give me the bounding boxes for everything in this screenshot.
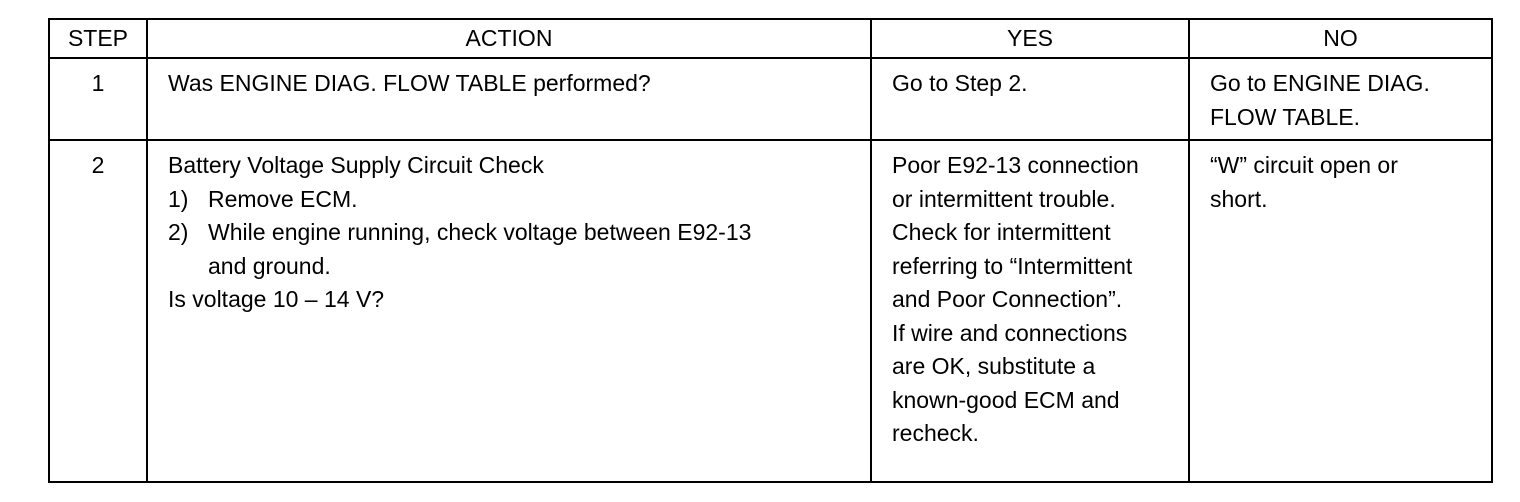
action-sub-item: 2) While engine running, check voltage be… [168,216,860,250]
sub-item-text: Remove ECM. [208,185,358,212]
action-title: Battery Voltage Supply Circuit Check [168,152,544,178]
yes-line: Check for intermittent [892,219,1111,245]
yes-line: Poor E92-13 connection [892,152,1139,178]
action-cell: Was ENGINE DIAG. FLOW TABLE performed? [146,57,872,141]
no-cell: “W” circuit open or short. [1188,139,1493,483]
table-header-row: STEP ACTION YES NO [48,18,1493,59]
action-sub-item: 1) Remove ECM. [168,183,860,217]
no-cell: Go to ENGINE DIAG. FLOW TABLE. [1188,57,1493,141]
yes-line: If wire and connections [892,319,1128,346]
yes-line: recheck. [892,420,979,446]
sub-item-number: 2) [168,219,189,245]
yes-cell: Go to Step 2. [870,57,1190,141]
sub-item-text: While engine running, check voltage betw… [208,219,752,245]
diagnostic-flow-table: STEP ACTION YES NO 1 Was ENGINE DIAG. FL… [48,18,1493,483]
step-number: 1 [48,57,148,141]
step-number: 2 [48,139,148,483]
yes-line: known-good ECM and [892,386,1120,413]
yes-line: are OK, substitute a [892,353,1096,379]
header-action: ACTION [146,18,872,59]
table-row: 2 Battery Voltage Supply Circuit Check 1… [48,139,1493,483]
header-step: STEP [48,18,148,59]
yes-line: or intermittent trouble. [892,185,1116,212]
no-line: short. [1210,185,1268,212]
no-line: FLOW TABLE. [1210,103,1360,130]
action-cell: Battery Voltage Supply Circuit Check 1) R… [146,139,872,483]
yes-line: and Poor Connection”. [892,286,1123,312]
header-no: NO [1188,18,1493,59]
sub-item-number: 1) [168,185,189,212]
sub-item-continuation: and ground. [208,252,331,279]
action-title: Was ENGINE DIAG. FLOW TABLE performed? [168,70,651,96]
header-yes: YES [870,18,1190,59]
table-row: 1 Was ENGINE DIAG. FLOW TABLE performed?… [48,57,1493,141]
yes-line: Go to Step 2. [892,70,1028,96]
no-line: Go to ENGINE DIAG. [1210,70,1430,96]
action-question: Is voltage 10 – 14 V? [168,286,385,312]
no-line: “W” circuit open or [1210,152,1398,178]
yes-line: referring to “Intermittent [892,252,1133,279]
yes-cell: Poor E92-13 connection or intermittent t… [870,139,1190,483]
